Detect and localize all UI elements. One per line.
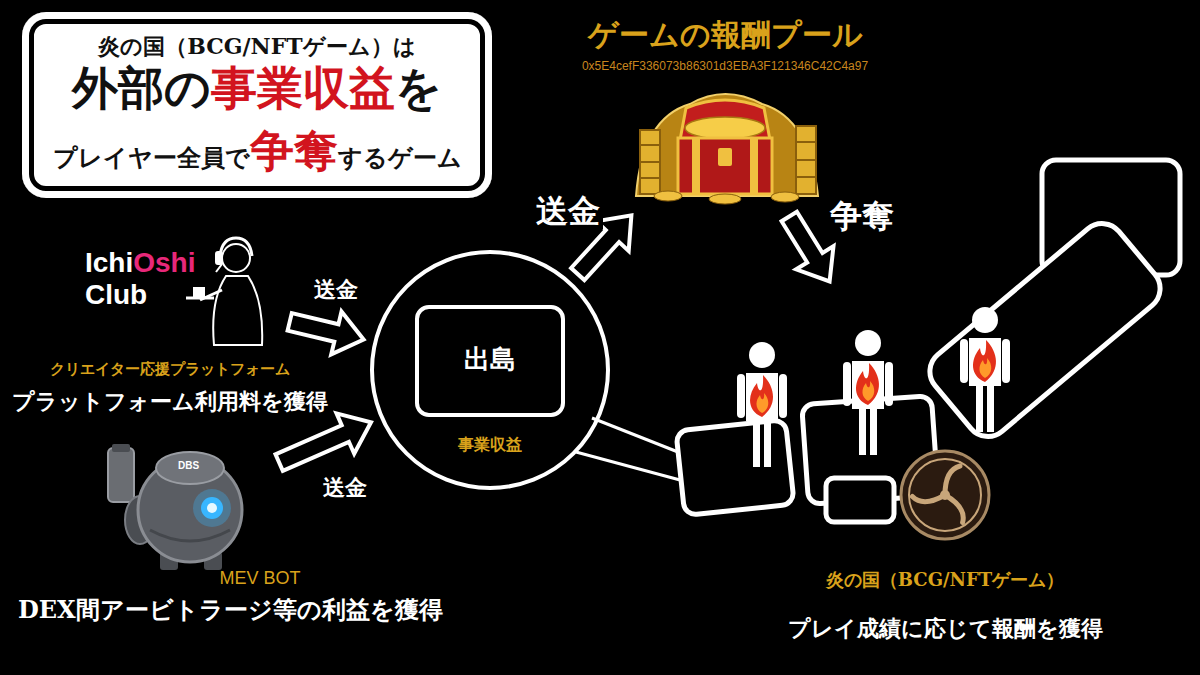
game-emblem [901,451,989,539]
player-figure [960,307,1010,432]
text-row: 0x5E4cefF336073b86301d3EBA3F121346C42C4a… [565,60,885,74]
node-text: Oshi [133,247,195,279]
text-row: 外部の事業収益を [22,62,492,115]
maid-silhouette [216,264,222,272]
text-row: プレイ成績に応じて報酬を獲得 [700,616,1190,641]
edge-label: 送金 [311,277,361,302]
node-text: プラットフォーム利用料を獲得 [12,389,328,414]
treasure-chest [796,141,816,143]
maid-silhouette [222,244,250,272]
text-row: IchiOshi [85,247,205,279]
text-row: クリエイター応援プラットフォーム [10,361,330,378]
node-text: 外部の [72,62,211,115]
treasure-chest [640,130,660,194]
text-row: DEX間アービトラージ等の利益を獲得 [18,596,508,624]
treasure-chest [692,138,700,194]
game-board [921,215,1169,446]
robot-illustration [150,530,230,541]
node-text: プレイ成績に応じて報酬を獲得 [788,616,1103,641]
treasure-chest [718,148,732,166]
platform-node: IchiOshiClub クリエイター応援プラットフォームプラットフォーム利用料を… [10,235,330,425]
title-box: 炎の国（BCG/NFTゲーム）は外部の事業収益をプレイヤー全員で争奪するゲーム [22,12,492,198]
treasure-chest [750,138,758,194]
text-row: 炎の国（BCG/NFTゲーム）は [22,34,492,59]
node-text: するゲーム [338,144,462,172]
robot-illustration [193,489,231,527]
treasure-chest [796,159,816,161]
node-text: MEV BOT [219,568,300,589]
treasure-chest [771,192,799,202]
text-row: プラットフォーム利用料を獲得 [10,389,330,414]
maid-silhouette [220,238,252,256]
text-row: Club [85,279,205,311]
treasure-chest [678,138,772,194]
reward-pool: ゲームの報酬プール 0x5E4cefF336073b86301d3EBA3F121… [565,18,885,208]
text-row: 事業収益 [374,436,606,454]
text-row: MEV BOT [130,568,390,589]
treasure-chest [685,117,765,139]
player-figure [737,342,787,467]
text-row: 出島 [419,345,561,375]
node-text: DEX間アービトラージ等の利益を獲得 [18,596,443,624]
treasure-chest [640,177,660,179]
game-emblem [912,466,970,522]
maid-silhouette [216,252,222,264]
node-text: 炎の国（BCG/NFTゲーム）は [98,34,415,59]
maid-silhouette [194,288,204,297]
robot-illustration [201,497,223,519]
block-arrow [782,212,834,282]
block-arrow [288,312,364,355]
magnifier-circle: 事業収益出島 [370,250,610,490]
player-figure [843,330,893,455]
game-emblem [940,490,950,500]
node-text: クリエイター応援プラットフォーム [50,361,290,378]
treasure-chest [796,176,816,178]
text-row: プレイヤー全員で争奪するゲーム [22,126,492,177]
edge-label: 送金 [320,476,370,501]
text-row: 炎の国（BCG/NFTゲーム） [700,570,1190,591]
maid-silhouette [186,238,262,345]
node-text: 出島 [464,345,516,375]
node-text: ゲームの報酬プール [588,18,863,53]
game-board [676,419,794,515]
treasure-chest [709,194,741,204]
node-text: Ichi [85,247,133,279]
node-text: 事業収益 [211,62,395,115]
node-text: 事業収益 [458,436,522,454]
robot-illustration [207,503,217,513]
robot-illustration [156,452,224,484]
robot-illustration [108,444,242,570]
edge-label: 争奪 [827,198,897,235]
leader-line [576,418,680,480]
maid-silhouette [213,276,262,345]
node-text: プレイヤー全員で [53,144,250,172]
robot-marking: DBS [178,460,199,472]
leader-line [576,452,680,480]
node-text: 争奪 [250,126,338,177]
leader-line [592,418,678,452]
robot-illustration [108,448,134,502]
treasure-chest [636,94,818,196]
game-node: 炎の国（BCG/NFTゲーム） プレイ成績に応じて報酬を獲得 [700,290,1190,645]
edge-label: 送金 [533,193,603,230]
game-emblem [901,451,989,539]
text-row: ゲームの報酬プール [565,18,885,53]
treasure-chest [640,144,660,146]
bot-node: MEV BOT DEX間アービトラージ等の利益を獲得 [10,438,510,638]
treasure-chest [680,100,770,140]
treasure-chest [636,94,818,204]
treasure-chest [640,161,660,163]
process-box: 出島 [415,305,565,417]
node-text: 0x5E4cefF336073b86301d3EBA3F121346C42C4a… [582,60,868,74]
robot-illustration [112,444,130,452]
game-emblem [909,459,981,531]
node-text: Club [85,279,147,311]
treasure-chest [654,191,682,201]
treasure-chest [796,126,816,194]
node-text: を [395,62,442,115]
block-arrow [276,413,372,470]
node-text: 炎の国（BCG/NFTゲーム） [826,570,1064,591]
game-board [826,478,894,522]
